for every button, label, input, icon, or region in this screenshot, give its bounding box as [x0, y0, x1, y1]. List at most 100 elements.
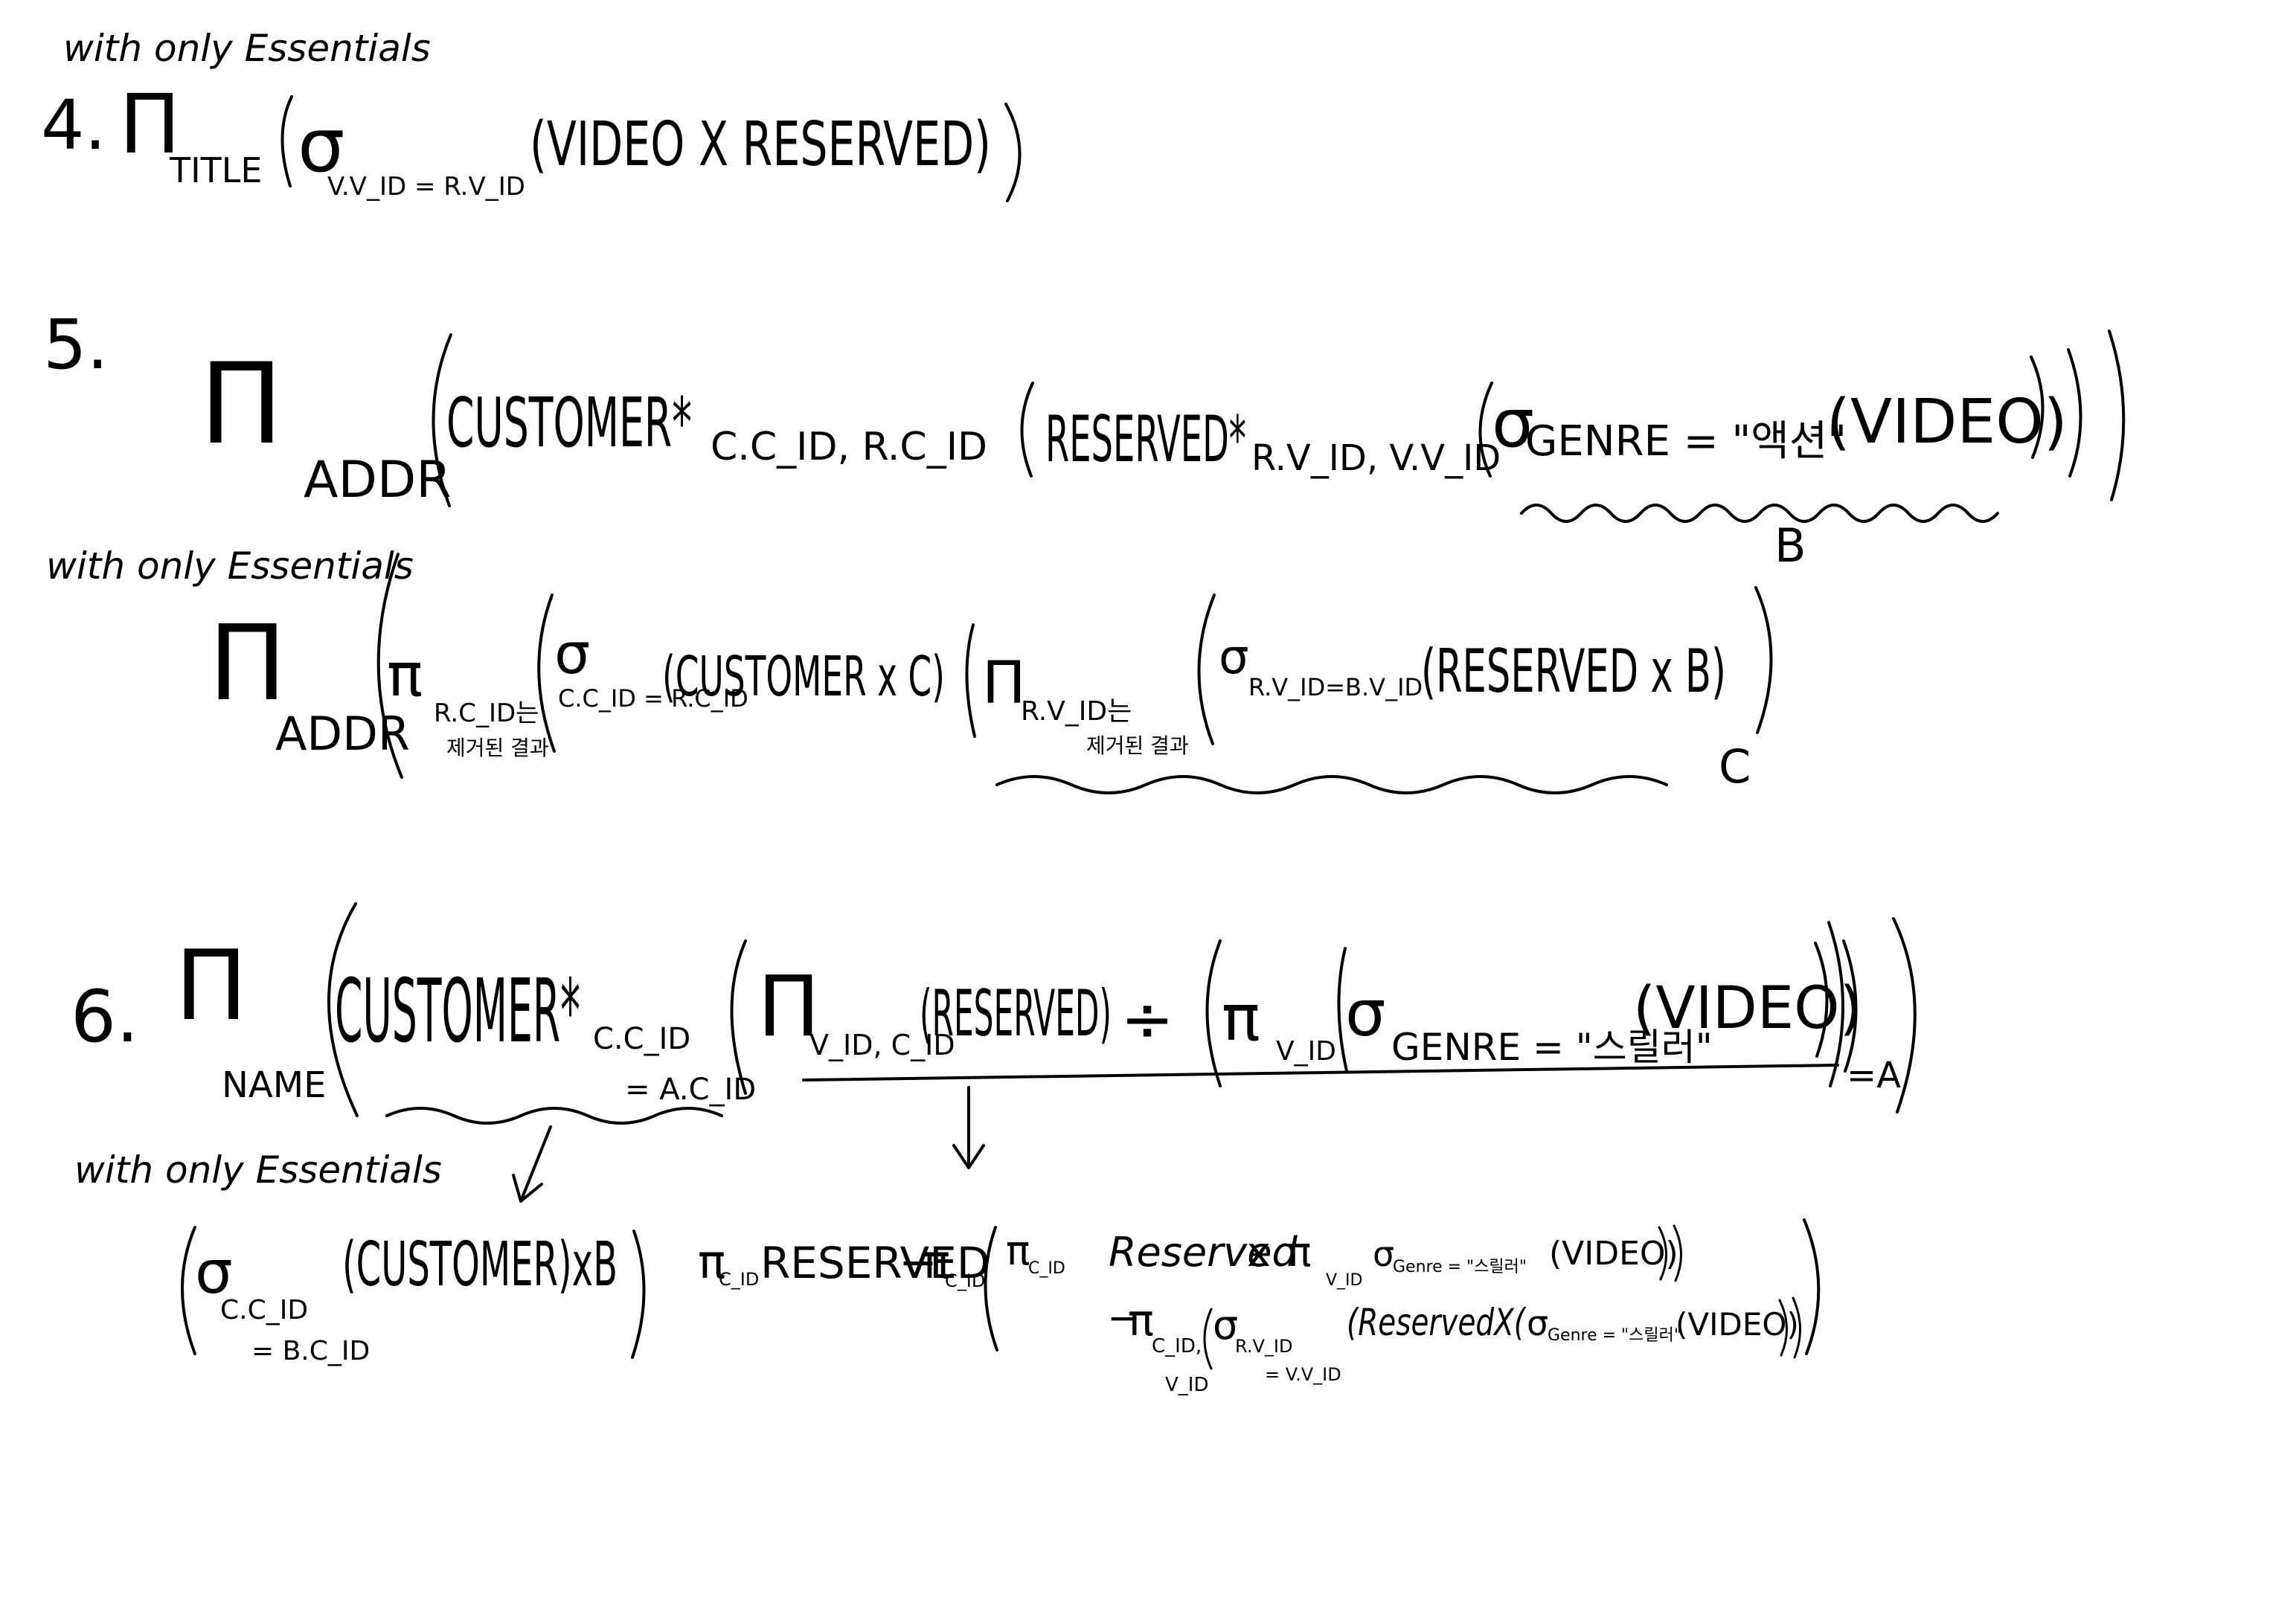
q5-label-b: B — [1774, 518, 1806, 573]
q6-alt-pi-c-2-subscript: C_ID — [945, 1270, 985, 1291]
q5-open-paren-1 — [432, 333, 452, 507]
q6-alt-video-3: (VIDEO) — [1675, 1306, 1799, 1343]
q6-alt-reserved-2: Reserved — [1109, 1229, 1298, 1276]
q5-alt-sigma: σ — [554, 620, 590, 687]
q6-alt-sigma-3: σ — [1213, 1302, 1238, 1349]
q6-alt-pi-c-3-subscript: C_ID — [1028, 1259, 1065, 1278]
q6-alt-pi-c-subscript: C_ID — [719, 1269, 759, 1290]
q5-selection-symbol: σ — [1492, 385, 1534, 463]
q5-reserved: RESERVED* — [1045, 402, 1246, 477]
q6-alt-pi-v: π — [1287, 1229, 1312, 1276]
q5-alt-close-paren — [1754, 586, 1773, 734]
q6-arrow-right — [952, 1086, 985, 1169]
q5-close-paren-2 — [2067, 348, 2082, 478]
q6-alt-reserved: RESERVED — [760, 1238, 990, 1288]
q5-alt-note-2: 제거된 결과 — [1086, 733, 1189, 758]
q6-alt-pi-c: π — [698, 1235, 725, 1289]
q5-alt-sigma-2: σ — [1219, 630, 1249, 685]
q5-alt-open-paren-1 — [376, 553, 403, 779]
q6-alt-close-paren-c — [1778, 1299, 1789, 1357]
q5-alt-sigma-2-subscript: R.V_ID=B.V_ID — [1248, 673, 1423, 701]
q6-projection-subscript: NAME — [222, 1064, 326, 1106]
q4-note: with only Essentials — [63, 27, 431, 70]
q6-join-subscript: C.C_ID — [593, 1022, 690, 1056]
q6-customer: CUSTOMER* — [335, 960, 580, 1062]
q6-alt-video-2: (VIDEO) — [1549, 1235, 1678, 1273]
q5-projection-symbol: Π — [199, 340, 283, 469]
q6-pi-2: Π — [757, 959, 820, 1055]
q4-expression: (VIDEO X RESERVED) — [530, 109, 991, 180]
q5-note: with only Essentials — [46, 544, 414, 588]
q5-close-paren-3 — [2108, 330, 2126, 501]
q6-open-paren-4 — [1337, 947, 1348, 1073]
q5-alt-note-1: 제거된 결과 — [446, 736, 549, 760]
q6-arrow-left — [512, 1125, 552, 1203]
q6-alt-times: x — [1247, 1229, 1271, 1276]
q6-alt-close-paren-1 — [631, 1230, 646, 1359]
q5-close-paren-1 — [2030, 356, 2045, 459]
q6-open-paren-1 — [327, 902, 359, 1117]
q6-pi-3: π — [1222, 981, 1260, 1055]
q5-alt-open-paren-2 — [537, 594, 556, 753]
q5-number: 5. — [43, 305, 109, 385]
q6-alt-pi-cv: π — [1128, 1295, 1154, 1346]
q6-alt-open-paren-2 — [984, 1226, 998, 1352]
q5-alt-open-paren-4 — [1197, 594, 1216, 745]
q6-pi-3-subscript: V_ID — [1276, 1036, 1336, 1067]
q6-label-a: =A — [1847, 1055, 1901, 1096]
q6-alt-genre-3: Genre = "스릴러" — [1548, 1326, 1681, 1345]
q6-alt-open-paren-3 — [1203, 1308, 1213, 1370]
q4-projection-symbol: Π — [119, 77, 181, 172]
q5-customer: CUSTOMER* — [446, 383, 692, 463]
q6-alt-pi-c-3: π — [1006, 1227, 1030, 1274]
q5-genre-condition: GENRE = "액션" — [1525, 417, 1847, 466]
q6-close-paren-2 — [1842, 939, 1858, 1073]
q4-close-paren — [1004, 103, 1022, 202]
q6-close-paren-1 — [1814, 942, 1829, 1058]
q5-alt-open-paren-3 — [965, 623, 976, 738]
q6-alt-sigma-3-subscript: R.V_ID — [1235, 1336, 1292, 1357]
q6-alt-sigma: σ — [195, 1238, 233, 1307]
q5-video: (VIDEO) — [1827, 387, 2068, 457]
q6-reserved: (RESERVED) — [920, 977, 1112, 1051]
q6-open-paren-2 — [730, 939, 747, 1095]
q5-alt-pi-2-subscript: R.C_ID는 — [434, 698, 539, 728]
q5-join1-subscript: C.C_ID, R.C_ID — [711, 425, 987, 469]
q4-selection-subscript: V.V_ID = R.V_ID — [327, 172, 525, 202]
q6-alt-close-paren-a — [1658, 1226, 1668, 1281]
question-4: with only Essentials 4. Π TITLE σ V.V_ID… — [41, 27, 1022, 202]
q6-alt-sigma-2: σ — [1373, 1234, 1394, 1274]
q6-join-subscript-2: = A.C_ID — [625, 1073, 756, 1107]
q6-alt-genre-2: Genre = "스릴러" — [1393, 1258, 1527, 1276]
q5-alt-underline-c — [995, 775, 1668, 794]
q6-underline-customer — [385, 1107, 723, 1125]
q6-alt-close-paren-2 — [1803, 1218, 1821, 1355]
q5-open-paren-3 — [1478, 382, 1493, 478]
q6-alt-sigma-subscript: C.C_ID — [220, 1295, 308, 1325]
q6-selection-symbol: σ — [1345, 977, 1386, 1051]
q6-note: with only Essentials — [74, 1148, 442, 1192]
q6-projection-symbol: Π — [175, 929, 248, 1042]
q6-alt-minus: − — [899, 1235, 937, 1289]
q5-alt-label-c: C — [1719, 739, 1751, 794]
q5-join2-subscript: R.V_ID, V.V_ID — [1251, 437, 1501, 479]
q6-alt-sigma-4: σ — [1527, 1303, 1548, 1343]
q4-number: 4. — [41, 86, 106, 165]
q6-alt-reserved-3: (ReservedX( — [1347, 1301, 1527, 1344]
q6-underline-division — [802, 1064, 1839, 1082]
q6-alt-close-paren-d — [1792, 1296, 1801, 1359]
q6-genre-condition: GENRE = "스릴러" — [1391, 1026, 1713, 1069]
q6-division-symbol: ÷ — [1120, 983, 1174, 1057]
q5-alt-projection-subscript: ADDR — [275, 707, 410, 761]
q6-number: 6. — [71, 975, 139, 1058]
q6-alt-minus-2: − — [1107, 1294, 1141, 1341]
q6-alt-pi-cv-subscript-2: V_ID — [1165, 1374, 1208, 1396]
q5-open-paren-2 — [1020, 382, 1034, 478]
q5-alt-pi-2: π — [387, 640, 423, 710]
question-5: 5. Π ADDR CUSTOMER* C.C_ID, R.C_ID RESER… — [43, 305, 2126, 794]
q5-alt-reserved-b: (RESERVED x B) — [1421, 637, 1726, 706]
q6-alt-sigma-3-subscript-2: = V.V_ID — [1265, 1364, 1341, 1385]
q6-alt-sigma-subscript-2: = B.C_ID — [251, 1336, 370, 1366]
q6-alt-pi-v-subscript: V_ID — [1326, 1271, 1362, 1290]
